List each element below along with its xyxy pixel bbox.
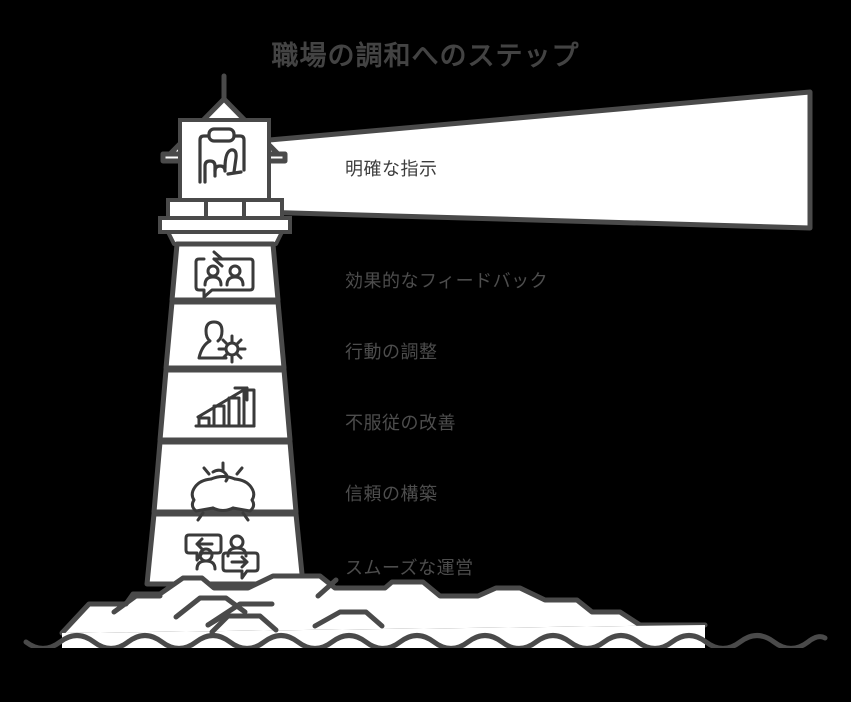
- water-wave-line: [23, 633, 828, 651]
- step-label-smooth-operations: スムーズな運営: [345, 558, 474, 579]
- rock-facet-6: [312, 609, 385, 629]
- step-label-noncompliance-improvement: 不服従の改善: [345, 413, 456, 434]
- rock-facet-5: [209, 613, 279, 635]
- rock-facet-7: [315, 577, 339, 599]
- page-title: 職場の調和へのステップ: [271, 41, 580, 72]
- lamp-room: [178, 118, 271, 202]
- rock-fill-lower: [62, 625, 705, 650]
- step-label-effective-feedback: 効果的なフィードバック: [345, 271, 549, 292]
- water-mask: [26, 648, 826, 664]
- feedback-speech-bubble-people-icon: [194, 250, 255, 299]
- fist-bump-trust-icon: [190, 461, 256, 522]
- tower-segment-1: [169, 241, 281, 303]
- rocky-island-icon: [59, 573, 708, 650]
- person-gear-icon: [197, 320, 247, 364]
- clipboard-pointing-hand-icon: [198, 127, 246, 184]
- light-beam-shape: [255, 89, 813, 231]
- step-label-trust-building: 信頼の構築: [345, 484, 438, 505]
- two-way-communication-icon: [184, 533, 260, 580]
- light-beam: [255, 89, 813, 231]
- rock-facet-4: [205, 612, 228, 628]
- gallery-underside: [166, 230, 284, 246]
- bar-chart-growth-arrow-icon: [194, 386, 256, 428]
- step-label-behavior-adjustment: 行動の調整: [345, 342, 438, 363]
- rock-facet-1: [111, 593, 163, 615]
- beam-label-clear-instructions: 明確な指示: [345, 159, 438, 180]
- lighthouse-gallery: [158, 198, 292, 246]
- wave-line-icon: [23, 633, 828, 664]
- gallery-platform: [158, 216, 292, 234]
